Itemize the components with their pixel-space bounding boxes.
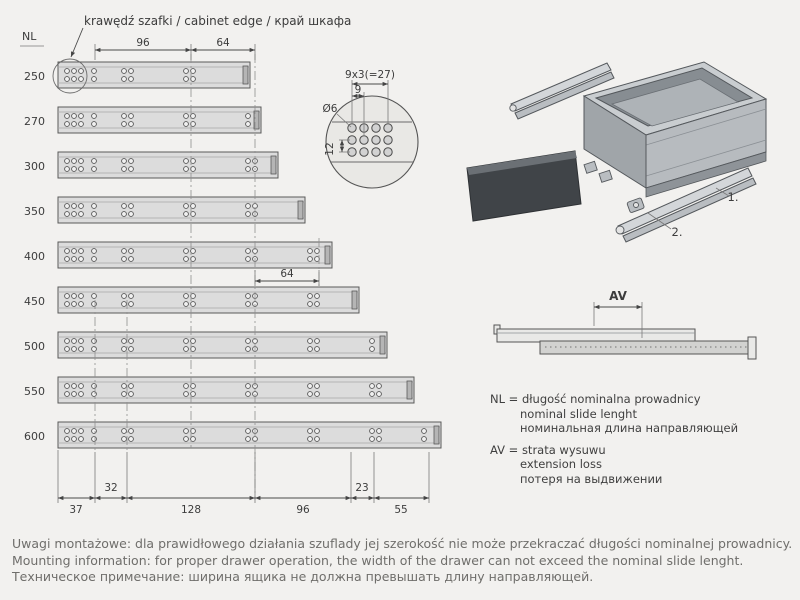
dim-128: 128 [181,504,201,516]
slide-rail-600 [57,421,442,449]
slide-rail-250 [57,61,251,89]
front-fixing-clip [583,160,598,174]
legend-av-line1: AV = strata wysuwu [490,442,606,457]
slide-rail-500 [57,331,388,359]
hole-pattern-detail-view: 9x3(=27) 9 Ø6 12 [323,69,419,189]
slide-rail-350 [57,196,306,224]
legend-nl-line2: nominal slide lenght [520,406,637,421]
slide-rail-270 [57,106,262,134]
bottom-dimension-chain: 37 32 128 96 23 55 [57,450,430,516]
dim-55: 55 [394,504,407,516]
dim-hole-group: 9x3(=27) [345,69,395,81]
av-dim-label: AV [609,289,627,303]
cabinet-edge-label: krawędź szafki / cabinet edge / край шка… [84,14,352,28]
slide-side-view: AV [493,289,757,360]
nl-value: 400 [24,250,45,263]
front-fixing-clip [598,169,613,183]
note-russian: Техническое примечание: ширина ящика не … [12,569,594,584]
nl-value: 450 [24,295,45,308]
legend-av-line2: extension loss [520,457,602,471]
dim-mid-64: 64 [280,268,294,280]
dim-64: 64 [216,37,230,49]
legend: NL = długość nominalna prowadnicy nomina… [490,392,738,486]
legend-av: AV = strata wysuwu extension loss потеря… [490,443,738,487]
nl-column-header: NL [22,30,37,43]
dim-37: 37 [69,504,82,516]
dim-hole-diameter: Ø6 [323,103,338,115]
nl-value: 550 [24,385,45,398]
nl-value: 600 [24,430,45,443]
dim-hole-pitch: 9 [355,84,362,96]
legend-nl: NL = długość nominalna prowadnicy nomina… [490,392,738,436]
legend-av-line3: потеря на выдвижении [520,471,663,486]
legend-nl-line1: NL = długość nominalna prowadnicy [490,392,701,406]
iso-label-2: 2. [672,225,683,239]
nl-value: 270 [24,115,45,128]
cabinet-profile [496,328,696,343]
iso-label-1: 1. [728,190,739,204]
nl-values-column: 250 270 300 350 400 450 500 550 600 [24,70,45,443]
nl-value: 350 [24,205,45,218]
nl-value: 250 [24,70,45,83]
cabinet-edge-arrow [70,27,84,58]
slide-rail-550 [57,376,415,404]
detail-origin-circle [52,58,88,94]
slide-length-table [57,61,442,449]
dim-32: 32 [104,482,117,494]
slide-rail-400 [57,241,333,269]
dim-96: 96 [136,37,150,49]
note-polish: Uwagi montażowe: dla prawidłowego działa… [12,536,793,551]
legend-nl-line3: номинальная длина направляющей [520,421,739,435]
drawer-isometric-view: 1. 2. [466,61,768,243]
mid-dimension: 64 [254,268,320,286]
slide-rail-450 [57,286,360,314]
dim-96b: 96 [296,504,310,516]
mounting-notes: Uwagi montażowe: dla prawidłowego działa… [12,536,792,586]
top-dimensions: 96 64 [94,37,256,60]
slide-rail-300 [57,151,279,179]
dim-row-spacing: 12 [324,142,336,155]
dim-23: 23 [355,482,368,494]
nl-value: 300 [24,160,45,173]
note-english: Mounting information: for proper drawer … [12,552,744,568]
nl-value: 500 [24,340,45,353]
drawer-profile [539,340,755,355]
